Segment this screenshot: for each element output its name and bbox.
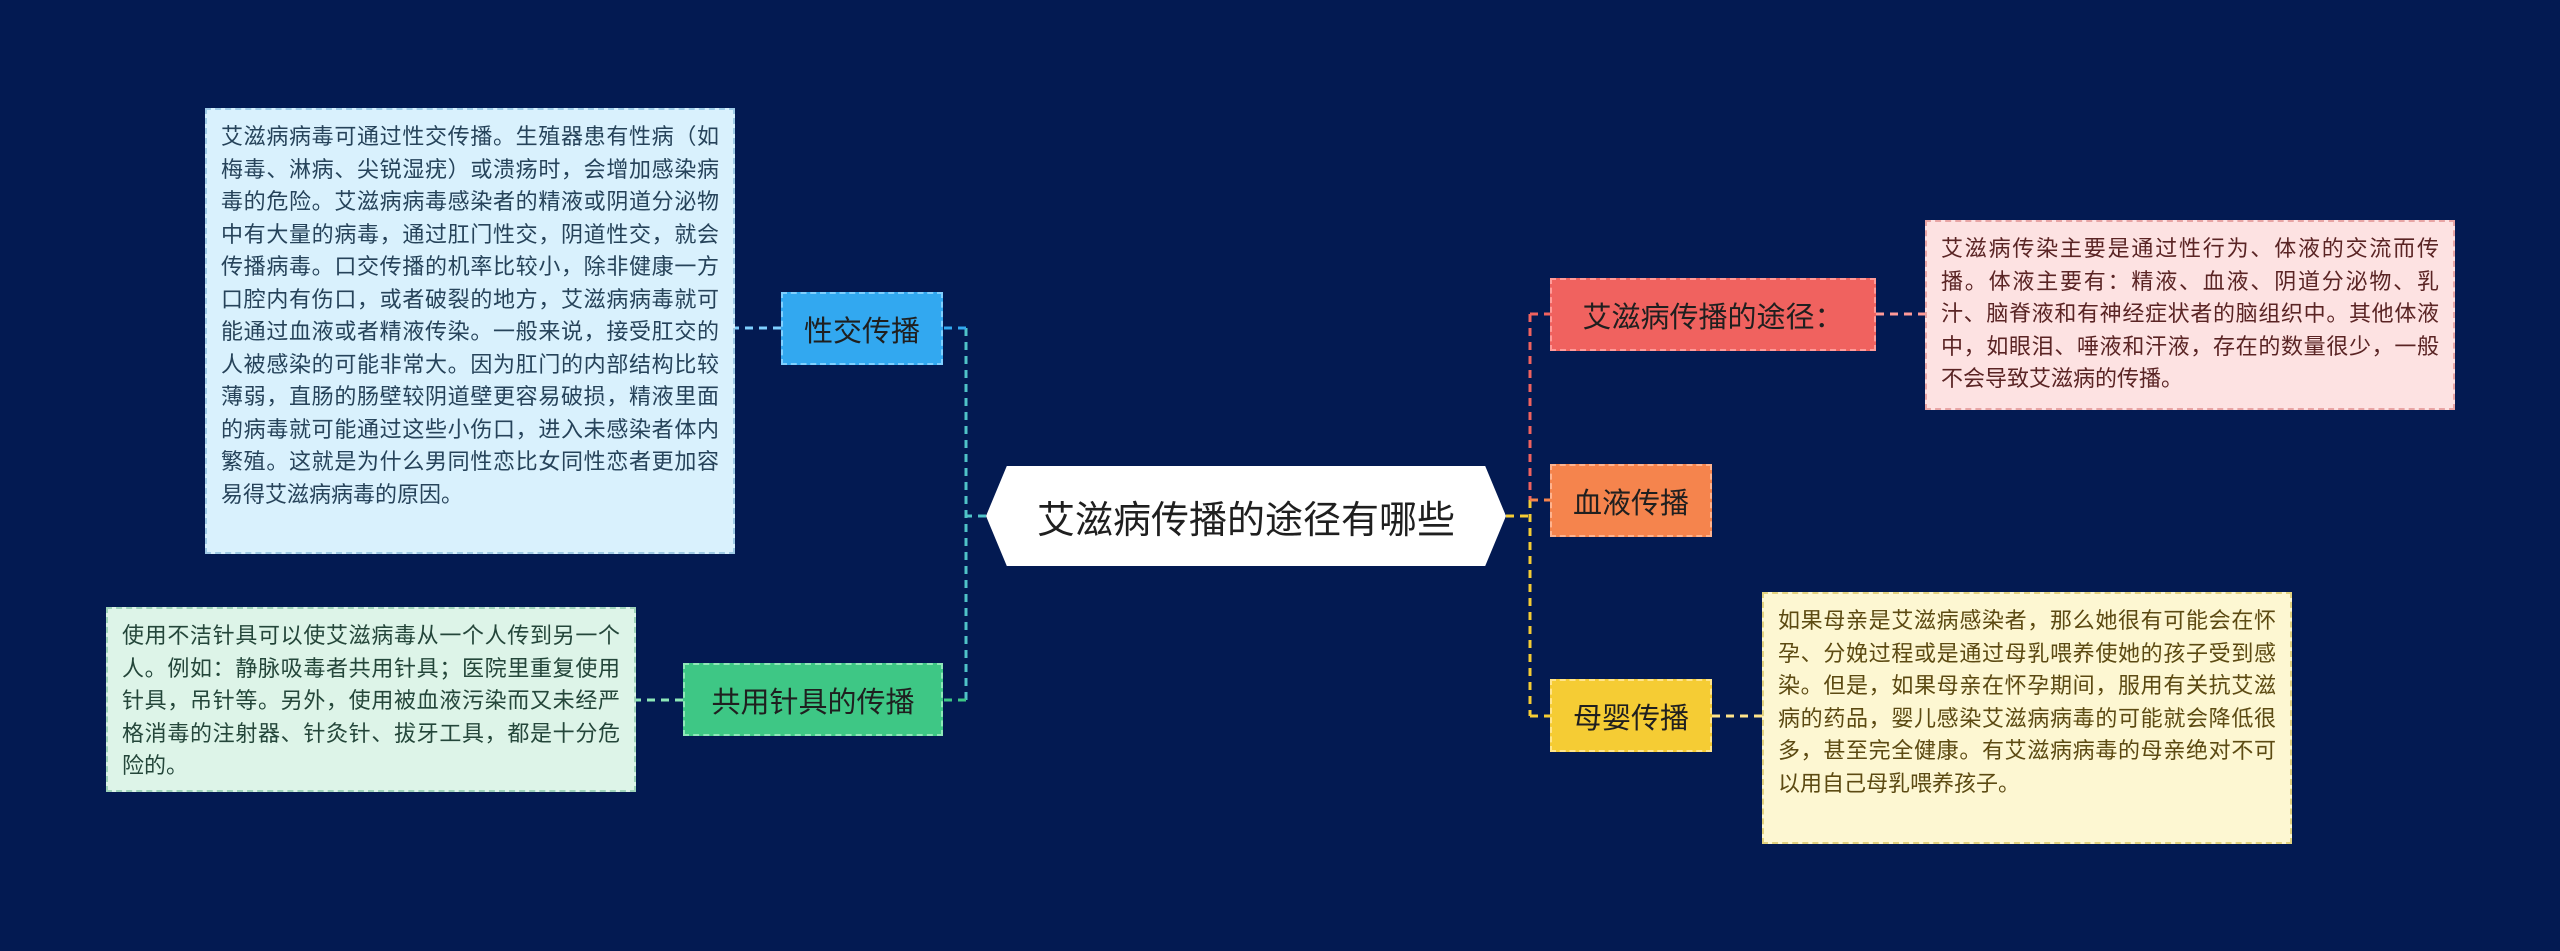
leaf-transmission-routes-detail: 艾滋病传染主要是通过性行为、体液的交流而传播。体液主要有：精液、血液、阴道分泌物…: [1925, 220, 2455, 410]
branch-blood-transmission[interactable]: 血液传播: [1550, 464, 1712, 537]
leaf-mother-to-child-detail: 如果母亲是艾滋病感染者，那么她很有可能会在怀孕、分娩过程或是通过母乳喂养使她的孩…: [1762, 592, 2292, 844]
branch-shared-needle-transmission[interactable]: 共用针具的传播: [683, 663, 943, 736]
leaf-sexual-transmission-detail: 艾滋病病毒可通过性交传播。生殖器患有性病（如梅毒、淋病、尖锐湿疣）或溃疡时，会增…: [205, 108, 735, 554]
branch-mother-to-child-transmission[interactable]: 母婴传播: [1550, 679, 1712, 752]
branch-transmission-routes[interactable]: 艾滋病传播的途径：: [1550, 278, 1876, 351]
branch-sexual-transmission[interactable]: 性交传播: [781, 292, 943, 365]
root-topic[interactable]: 艾滋病传播的途径有哪些: [986, 466, 1506, 566]
leaf-shared-needle-detail: 使用不洁针具可以使艾滋病毒从一个人传到另一个人。例如：静脉吸毒者共用针具；医院里…: [106, 607, 636, 792]
